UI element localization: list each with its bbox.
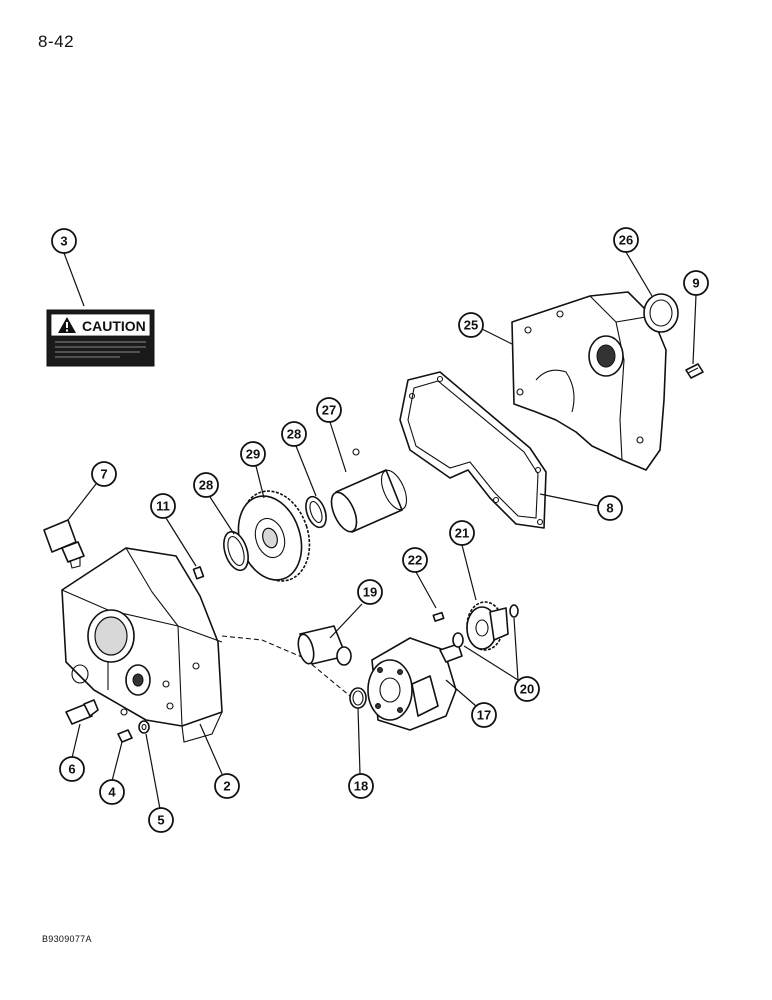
callout-6: 6	[59, 756, 85, 782]
svg-text:18: 18	[354, 779, 368, 794]
callout-7: 7	[91, 461, 117, 487]
snap-ring	[223, 530, 249, 572]
svg-text:11: 11	[156, 499, 170, 514]
svg-text:19: 19	[363, 585, 377, 600]
retaining-ring	[509, 604, 519, 618]
warning-triangle-icon	[58, 317, 76, 333]
bolt	[685, 363, 704, 379]
callout-11: 11	[150, 493, 176, 519]
svg-text:25: 25	[464, 318, 478, 333]
retaining-ring	[452, 632, 464, 648]
page-number: 8-42	[38, 32, 75, 51]
callout-3: 3	[51, 228, 77, 254]
svg-text:26: 26	[619, 233, 633, 248]
svg-text:17: 17	[477, 708, 491, 723]
image-reference-code: B9309077A	[42, 934, 92, 944]
callout-26: 26	[613, 227, 639, 253]
caution-decal: CAUTION	[46, 309, 155, 367]
svg-text:8: 8	[606, 501, 613, 516]
callout-20: 20	[514, 676, 540, 702]
svg-text:7: 7	[100, 467, 107, 482]
callout-29: 29	[240, 441, 266, 467]
svg-text:22: 22	[408, 553, 422, 568]
screw	[117, 729, 133, 743]
oil-seal	[643, 293, 679, 333]
callout-28: 28	[193, 472, 219, 498]
svg-text:3: 3	[60, 234, 67, 249]
svg-text:28: 28	[199, 478, 213, 493]
svg-text:5: 5	[157, 813, 164, 828]
svg-text:9: 9	[692, 276, 699, 291]
callout-27: 27	[316, 397, 342, 423]
shaft-sleeve	[330, 448, 408, 533]
svg-text:29: 29	[246, 447, 260, 462]
callout-2: 2	[214, 773, 240, 799]
front-housing	[61, 547, 223, 743]
rear-housing	[511, 291, 667, 471]
callout-5: 5	[148, 807, 174, 833]
hydraulic-fitting	[65, 699, 99, 725]
gasket	[399, 371, 547, 529]
o-ring	[349, 687, 367, 709]
callout-18: 18	[348, 773, 374, 799]
pump-drive-shaft	[297, 625, 352, 666]
leader-lines	[63, 251, 697, 810]
svg-text:6: 6	[68, 762, 75, 777]
key	[192, 566, 205, 580]
assembly-alignment-line	[221, 635, 351, 697]
svg-text:27: 27	[322, 403, 336, 418]
svg-text:21: 21	[455, 526, 469, 541]
callout-9: 9	[683, 270, 709, 296]
washer	[138, 720, 150, 734]
callout-25: 25	[458, 312, 484, 338]
svg-text:20: 20	[520, 682, 534, 697]
svg-text:4: 4	[108, 785, 116, 800]
svg-text:28: 28	[287, 427, 301, 442]
callout-28: 28	[281, 421, 307, 447]
svg-text:2: 2	[223, 779, 230, 794]
callout-8: 8	[597, 495, 623, 521]
callout-22: 22	[402, 547, 428, 573]
callout-17: 17	[471, 702, 497, 728]
key	[432, 611, 445, 622]
large-spur-gear	[237, 490, 311, 582]
callout-21: 21	[449, 520, 475, 546]
caution-heading: CAUTION	[82, 318, 146, 334]
pump-drive-gear	[466, 601, 509, 651]
sensor	[43, 519, 85, 569]
hydraulic-pump	[367, 637, 463, 731]
callout-4: 4	[99, 779, 125, 805]
callout-19: 19	[357, 579, 383, 605]
snap-ring	[305, 495, 327, 529]
